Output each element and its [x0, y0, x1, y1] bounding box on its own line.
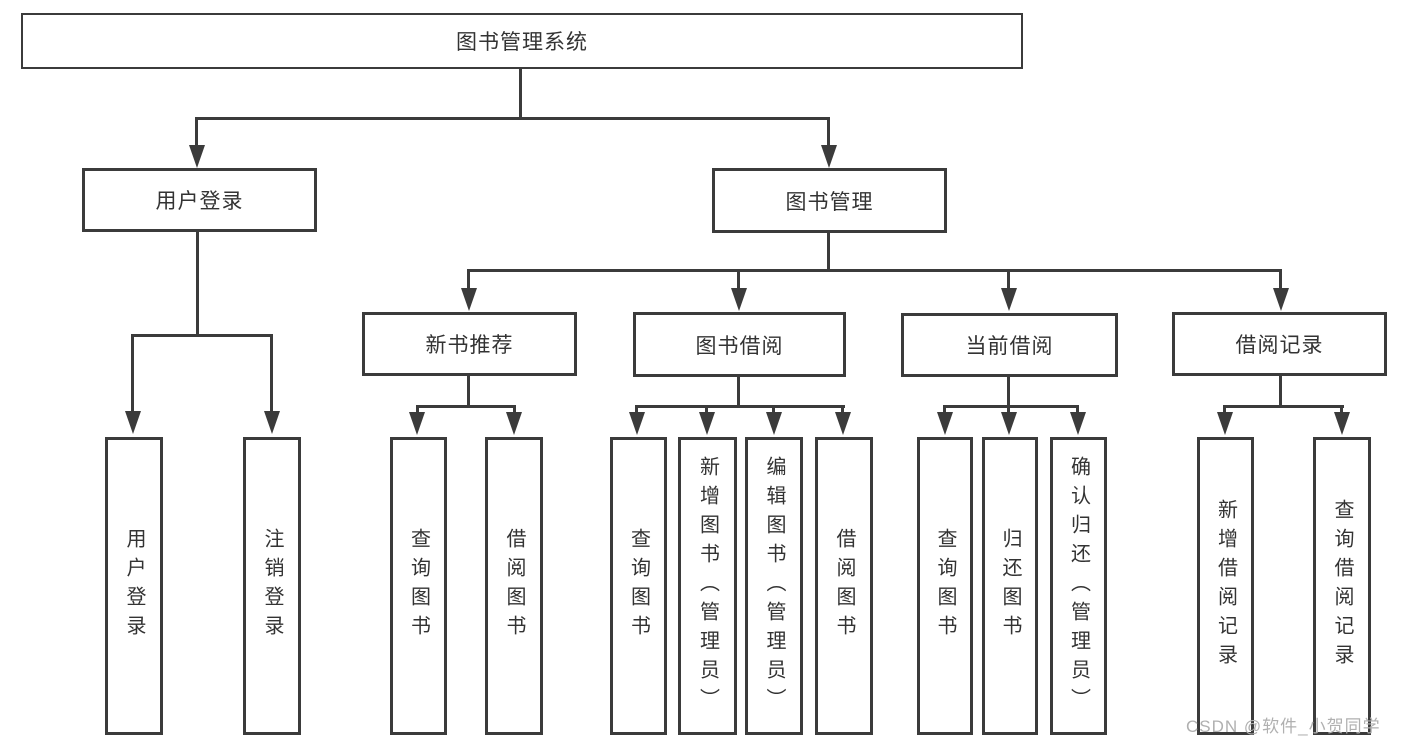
connector-line: [270, 334, 273, 413]
arrow-down-icon: [835, 412, 851, 435]
connector-line: [635, 405, 845, 408]
node-new-book-recommend: 新书推荐: [362, 312, 577, 376]
connector-line: [1007, 405, 1010, 414]
connector-line: [468, 269, 1282, 272]
arrow-down-icon: [189, 145, 205, 168]
connector-line: [131, 334, 273, 337]
arrow-down-icon: [1217, 412, 1233, 435]
leaf-user-login: 用户登录: [105, 437, 163, 735]
node-book-management-label: 图书管理: [785, 190, 874, 214]
connector-line: [195, 117, 830, 120]
connector-line: [635, 405, 638, 414]
connector-line: [943, 405, 946, 414]
arrow-down-icon: [1001, 412, 1017, 435]
leaf-add-books-admin: 新增图书（管理员）: [678, 437, 737, 735]
csdn-watermark: CSDN @软件_小贺同学: [1186, 717, 1381, 736]
arrow-down-icon: [506, 412, 522, 435]
leaf-confirm-return-admin-label: 确认归还（管理员）: [1067, 455, 1090, 717]
connector-line: [1223, 405, 1344, 408]
connector-line: [1007, 269, 1010, 289]
leaf-confirm-return-admin: 确认归还（管理员）: [1050, 437, 1107, 735]
connector-line: [737, 269, 740, 289]
arrow-down-icon: [699, 412, 715, 435]
connector-line: [467, 375, 470, 408]
connector-line: [827, 231, 830, 272]
node-current-borrow: 当前借阅: [901, 313, 1118, 377]
node-current-borrow-label: 当前借阅: [965, 335, 1054, 358]
connector-line: [1340, 405, 1343, 414]
leaf-query-borrow-record-label: 查询借阅记录: [1331, 499, 1353, 673]
arrow-down-icon: [1273, 288, 1289, 311]
connector-line: [513, 405, 516, 414]
leaf-add-borrow-record: 新增借阅记录: [1197, 437, 1254, 735]
arrow-down-icon: [409, 412, 425, 435]
leaf-borrow-books: 借阅图书: [815, 437, 873, 735]
node-borrow-records: 借阅记录: [1172, 312, 1387, 376]
leaf-recommend-borrow-books-label: 借阅图书: [503, 528, 525, 644]
connector-line: [737, 376, 740, 408]
connector-line: [195, 117, 198, 147]
arrow-down-icon: [1334, 412, 1350, 435]
node-user-login: 用户登录: [82, 168, 317, 232]
connector-line: [1076, 405, 1079, 414]
connector-line: [841, 405, 844, 414]
arrow-down-icon: [264, 411, 280, 434]
connector-line: [827, 117, 830, 147]
arrow-down-icon: [461, 288, 477, 311]
arrow-down-icon: [766, 412, 782, 435]
connector-line: [519, 69, 522, 120]
arrow-down-icon: [937, 412, 953, 435]
connector-line: [772, 405, 775, 414]
connector-line: [1279, 269, 1282, 289]
arrow-down-icon: [125, 411, 141, 434]
leaf-borrow-query-books-label: 查询图书: [627, 528, 650, 644]
node-new-book-recommend-label: 新书推荐: [425, 334, 514, 357]
arrow-down-icon: [821, 145, 837, 168]
connector-line: [131, 334, 134, 413]
leaf-recommend-query-books: 查询图书: [390, 437, 447, 735]
leaf-user-login-label: 用户登录: [123, 528, 145, 644]
node-borrow-records-label: 借阅记录: [1235, 334, 1324, 357]
node-book-management: 图书管理: [712, 168, 947, 233]
leaf-borrow-books-label: 借阅图书: [833, 528, 855, 644]
leaf-edit-books-admin-label: 编辑图书（管理员）: [763, 455, 785, 717]
connector-line: [416, 405, 516, 408]
leaf-add-borrow-record-label: 新增借阅记录: [1214, 499, 1237, 673]
connector-line: [196, 230, 199, 337]
leaf-current-query-books-label: 查询图书: [934, 528, 956, 644]
connector-line: [1007, 377, 1010, 408]
leaf-return-books-label: 归还图书: [999, 528, 1021, 644]
arrow-down-icon: [1070, 412, 1086, 435]
node-library-system: 图书管理系统: [21, 13, 1023, 69]
node-book-borrow: 图书借阅: [633, 312, 846, 377]
leaf-recommend-borrow-books: 借阅图书: [485, 437, 543, 735]
arrow-down-icon: [629, 412, 645, 435]
leaf-logout-label: 注销登录: [261, 528, 283, 644]
leaf-query-borrow-record: 查询借阅记录: [1313, 437, 1371, 735]
arrow-down-icon: [731, 288, 747, 311]
leaf-add-books-admin-label: 新增图书（管理员）: [696, 455, 719, 717]
leaf-return-books: 归还图书: [982, 437, 1038, 735]
connector-line: [467, 269, 470, 289]
leaf-edit-books-admin: 编辑图书（管理员）: [745, 437, 803, 735]
leaf-borrow-query-books: 查询图书: [610, 437, 667, 735]
connector-line: [1279, 376, 1282, 408]
node-user-login-label: 用户登录: [155, 190, 244, 213]
connector-line: [705, 405, 708, 414]
connector-line: [943, 405, 1079, 408]
connector-line: [1223, 405, 1226, 414]
arrow-down-icon: [1001, 288, 1017, 311]
leaf-logout: 注销登录: [243, 437, 301, 735]
connector-line: [416, 405, 419, 414]
leaf-current-query-books: 查询图书: [917, 437, 973, 735]
node-book-borrow-label: 图书借阅: [695, 334, 784, 358]
leaf-recommend-query-books-label: 查询图书: [407, 528, 430, 644]
node-library-system-label: 图书管理系统: [456, 31, 588, 54]
